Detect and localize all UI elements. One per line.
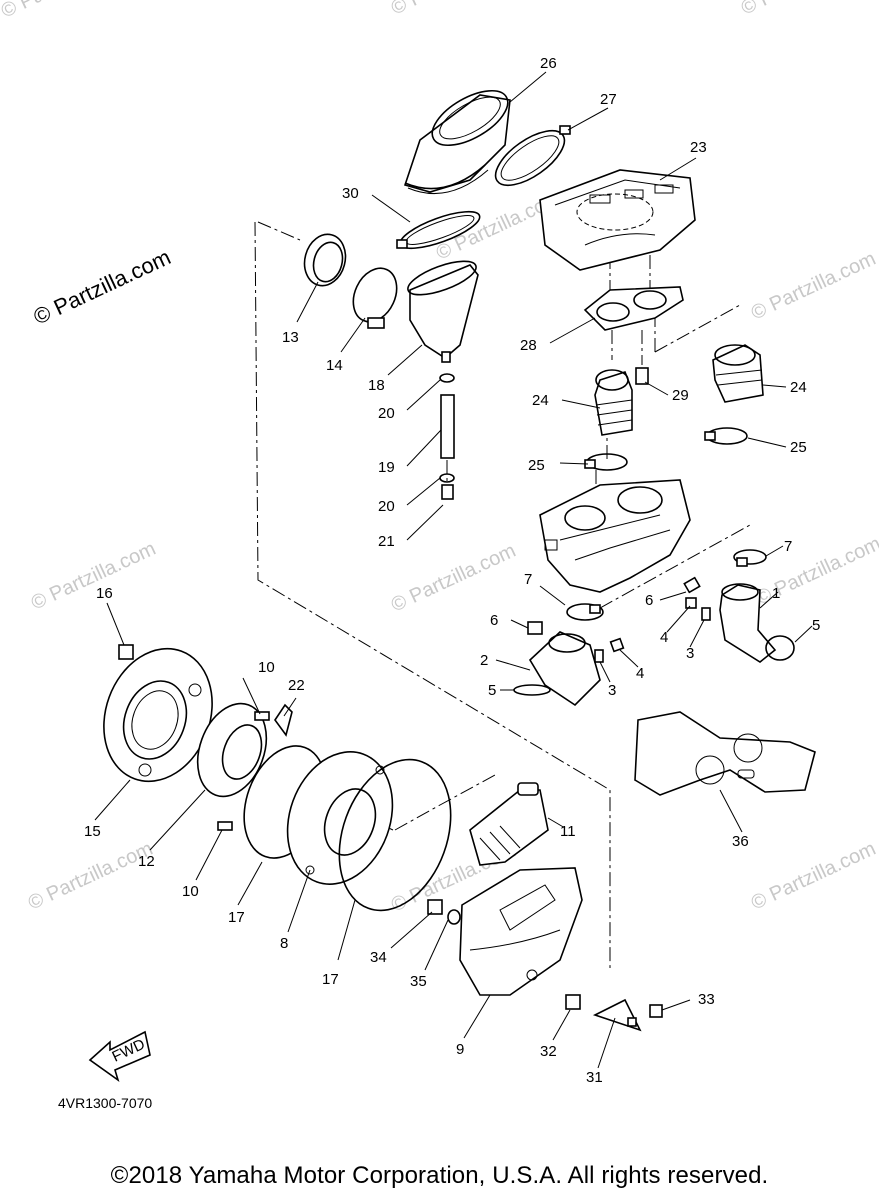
callout-1: 1: [772, 585, 780, 602]
part-29-screw: [635, 367, 649, 385]
copyright-notice: ©2018 Yamaha Motor Corporation, U.S.A. A…: [110, 1162, 769, 1189]
callout-30: 30: [342, 185, 359, 202]
callout-16: 16: [96, 585, 113, 602]
callout-7: 7: [524, 571, 532, 588]
part-36-gasket: [634, 711, 816, 796]
callout-19: 19: [378, 459, 395, 476]
callout-24: 24: [790, 379, 807, 396]
watermark-text: © Partzilla.com: [0, 0, 129, 23]
part-25-clamps: [584, 427, 748, 471]
callout-10: 10: [182, 883, 199, 900]
callout-7: 7: [784, 538, 792, 555]
callout-3: 3: [686, 645, 694, 662]
callout-33: 33: [698, 991, 715, 1008]
part-32-grommet: [565, 994, 581, 1010]
part-26-intake-duct: [403, 89, 511, 195]
part-10-22-screws: [217, 703, 293, 831]
callout-3: 3: [608, 682, 616, 699]
callout-4: 4: [660, 629, 668, 646]
callout-5: 5: [488, 682, 496, 699]
watermark-text: © Partzilla.com: [28, 538, 159, 615]
callout-2: 2: [480, 652, 488, 669]
part-17-gasket-ring-right: [338, 758, 452, 912]
part-24-left-joint: [594, 369, 633, 436]
diagram-code: 4VR1300-7070: [58, 1095, 153, 1111]
watermark-text: © Partzilla.com: [388, 540, 519, 617]
watermark-text: © Partzilla.com: [25, 838, 156, 915]
watermark-text: © Partzilla.com: [388, 0, 519, 20]
callout-23: 23: [690, 139, 707, 156]
carburetor-assembly: [539, 479, 691, 593]
callout-32: 32: [540, 1043, 557, 1060]
part-28-gasket-plate: [583, 286, 684, 331]
callout-18: 18: [368, 377, 385, 394]
part-23-air-box-cover: [539, 169, 696, 271]
callout-15: 15: [84, 823, 101, 840]
part-33-screw: [649, 1004, 663, 1018]
callout-25: 25: [528, 457, 545, 474]
callout-26: 26: [540, 55, 557, 72]
part-18-funnel: [407, 260, 479, 363]
part-11-duct: [469, 782, 549, 866]
callout-11: 11: [560, 823, 576, 840]
callout-5: 5: [812, 617, 820, 634]
callout-36: 36: [732, 833, 749, 850]
part-16-bolt: [118, 644, 134, 660]
callout-8: 8: [280, 935, 288, 952]
callout-27: 27: [600, 91, 617, 108]
part-30-seal-ring: [396, 210, 481, 250]
callout-6: 6: [645, 592, 653, 609]
part-2-manifold-left: [528, 631, 601, 707]
callout-31: 31: [586, 1069, 603, 1086]
callout-13: 13: [282, 329, 299, 346]
leader-lines: [94, 71, 813, 1069]
parts-34-35-bolt-washer: [427, 899, 461, 925]
callout-6: 6: [490, 612, 498, 629]
part-14-band-clamp: [352, 267, 398, 329]
watermark-text: © Partzilla.com: [738, 0, 869, 20]
watermark-text: © Partzilla.com: [748, 838, 879, 915]
callout-25: 25: [790, 439, 807, 456]
part-7-clamps: [566, 549, 767, 621]
part-12-filter: [196, 702, 268, 798]
callout-20: 20: [378, 405, 395, 422]
watermark-text: © Partzilla.com: [748, 248, 879, 325]
part-9-cover: [459, 867, 583, 996]
callout-labels: 1233445566778910101112131415161717181920…: [84, 55, 820, 1086]
callout-34: 34: [370, 949, 387, 966]
callout-17: 17: [322, 971, 339, 988]
exploded-parts-diagram: © Partzilla.com © Partzilla.com © Partzi…: [0, 0, 879, 1086]
callout-10: 10: [258, 659, 275, 676]
watermark-main: © Partzilla.com: [30, 244, 175, 329]
part-8-housing: [286, 751, 394, 885]
callout-9: 9: [456, 1041, 464, 1058]
part-27-clamp: [494, 125, 571, 187]
part-24-right-joint: [712, 344, 764, 403]
fwd-arrow-icon: FWD: [88, 1030, 151, 1083]
callout-29: 29: [672, 387, 689, 404]
callout-24: 24: [532, 392, 549, 409]
callout-35: 35: [410, 973, 427, 990]
callout-28: 28: [520, 337, 537, 354]
callout-22: 22: [288, 677, 305, 694]
callout-4: 4: [636, 665, 644, 682]
callout-21: 21: [378, 533, 395, 550]
callout-20: 20: [378, 498, 395, 515]
callout-17: 17: [228, 909, 245, 926]
callout-12: 12: [138, 853, 155, 870]
callout-14: 14: [326, 357, 343, 374]
part-13-ring: [303, 233, 347, 287]
part-31-bracket: [592, 998, 642, 1032]
part-1-manifold-right: [719, 583, 777, 663]
part-6-bolts: [527, 576, 701, 635]
